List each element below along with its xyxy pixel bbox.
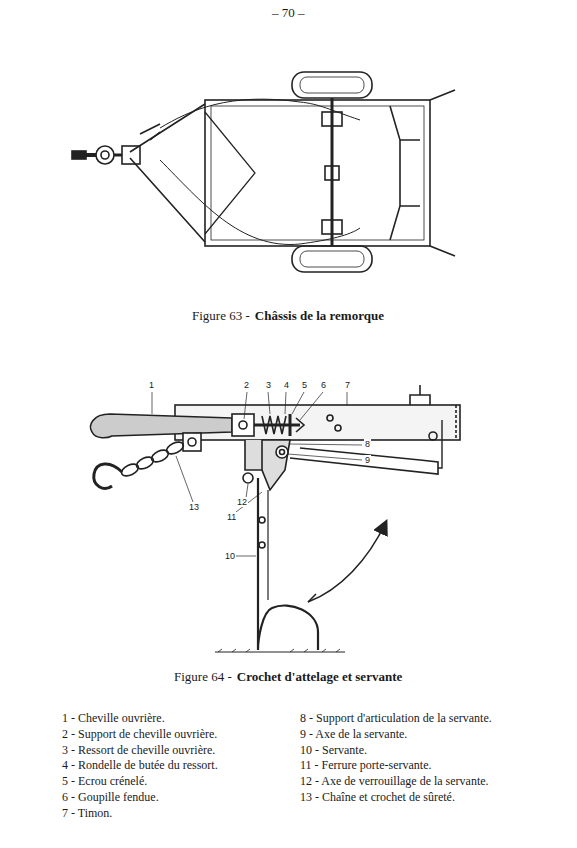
callout-number: 4 bbox=[283, 380, 290, 390]
figure-caption: Figure 64 - bbox=[174, 670, 232, 685]
figure-title: Châssis de la remorque bbox=[255, 309, 384, 324]
legend-item: 9 - Axe de la servante. bbox=[300, 728, 568, 742]
legend-item: 13 - Chaîne et crochet de sûreté. bbox=[300, 791, 568, 805]
callout-number: 1 bbox=[148, 380, 155, 390]
callout-number: 8 bbox=[364, 439, 371, 449]
legend-item: 11 - Ferrure porte-servante. bbox=[300, 759, 568, 773]
legend-item: 6 - Goupille fendue. bbox=[62, 791, 320, 805]
callout-number: 11 bbox=[226, 512, 237, 522]
legend-item: 12 - Axe de verrouillage de la servante. bbox=[300, 775, 568, 789]
callout-number: 13 bbox=[188, 502, 200, 512]
legend-item: 10 - Servante. bbox=[300, 744, 568, 758]
legend-item: 8 - Support d'articulation de la servant… bbox=[300, 712, 568, 726]
callout-number: 3 bbox=[265, 380, 272, 390]
callout-number: 7 bbox=[344, 380, 351, 390]
callout-number: 6 bbox=[320, 380, 327, 390]
callout-number: 5 bbox=[301, 380, 308, 390]
coupling-assembly bbox=[91, 385, 460, 652]
callout-number: 10 bbox=[224, 551, 236, 561]
legend-item: 5 - Ecrou crénelé. bbox=[62, 775, 320, 789]
legend-item: 1 - Cheville ouvrière. bbox=[62, 712, 320, 726]
callout-number: 2 bbox=[243, 380, 250, 390]
legend-item: 3 - Ressort de cheville ouvrière. bbox=[62, 744, 320, 758]
leader-lines bbox=[152, 392, 362, 556]
page-number: – 70 – bbox=[272, 6, 305, 21]
figure-title: Crochet d'attelage et servante bbox=[237, 670, 402, 685]
legend-item: 7 - Timon. bbox=[62, 807, 320, 821]
legend-item: 2 - Support de cheville ouvrière. bbox=[62, 728, 320, 742]
callout-number: 9 bbox=[364, 455, 371, 465]
legend-item: 4 - Rondelle de butée du ressort. bbox=[62, 759, 320, 773]
figure-caption: Figure 63 - bbox=[192, 309, 250, 324]
trailer-chassis bbox=[72, 72, 455, 272]
callout-number: 12 bbox=[236, 497, 248, 507]
